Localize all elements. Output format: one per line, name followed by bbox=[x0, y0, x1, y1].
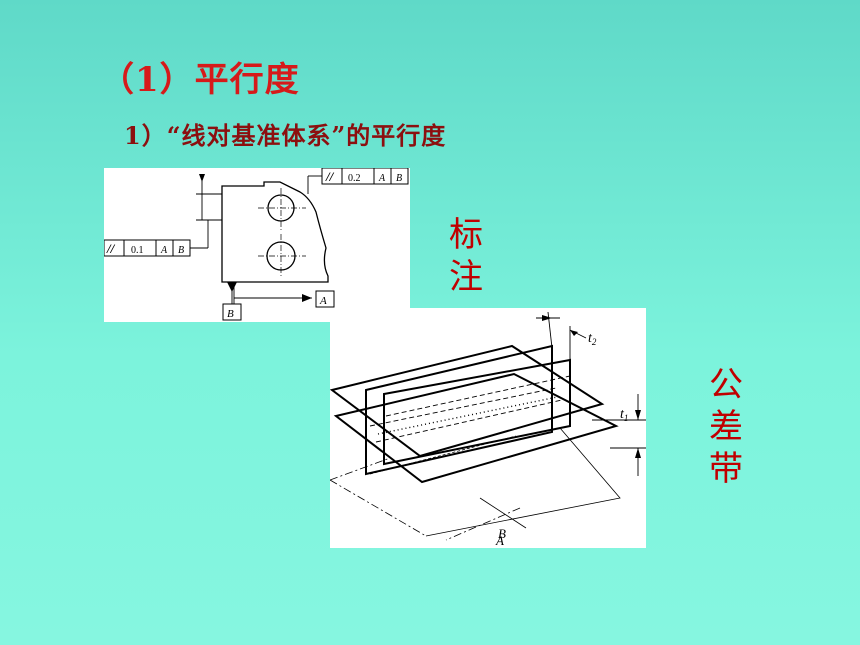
axis-b-label: B bbox=[498, 526, 506, 541]
frame-top-datum-1: A bbox=[378, 173, 386, 184]
axis-a-label: A bbox=[495, 533, 504, 548]
tolerance-zone-drawing: t2 t1 B A bbox=[329, 311, 646, 548]
tolerance-zone-figure: t2 t1 B A bbox=[329, 308, 646, 548]
zone-plane-vertical-front bbox=[365, 344, 553, 476]
frame-left-datum-1: A bbox=[160, 245, 168, 256]
datum-a-label: A bbox=[319, 295, 327, 307]
frame-left-symbol: // bbox=[106, 241, 116, 256]
zone-plane-vertical-back bbox=[383, 358, 571, 466]
frame-top-symbol: // bbox=[325, 169, 335, 184]
t2-label: t2 bbox=[588, 331, 597, 347]
tolerance-frame-top bbox=[321, 167, 409, 185]
zone-plane-lower bbox=[333, 372, 619, 484]
frame-top-datum-2: B bbox=[396, 173, 402, 184]
datum-b-label: B bbox=[227, 308, 234, 320]
tolerance-zone-label: 公 差 带 bbox=[709, 365, 743, 489]
annotation-label: 标 注 bbox=[449, 215, 483, 297]
part-outline bbox=[221, 181, 329, 283]
datum-box-a bbox=[315, 290, 335, 308]
annotation-drawing: // 0.2 A B // 0.1 A B A B bbox=[103, 167, 409, 321]
t1-label: t1 bbox=[620, 407, 628, 423]
zone-plane-upper bbox=[329, 344, 605, 458]
datum-box-b bbox=[222, 303, 242, 321]
annotation-figure: // 0.2 A B // 0.1 A B A B bbox=[103, 167, 410, 322]
frame-left-value: 0.1 bbox=[131, 245, 144, 256]
frame-left-datum-2: B bbox=[178, 245, 184, 256]
frame-top-value: 0.2 bbox=[348, 173, 361, 184]
slide-title: （1）平行度 bbox=[100, 60, 300, 100]
slide-subtitle: 1）“线对基准体系”的平行度 bbox=[124, 121, 447, 150]
